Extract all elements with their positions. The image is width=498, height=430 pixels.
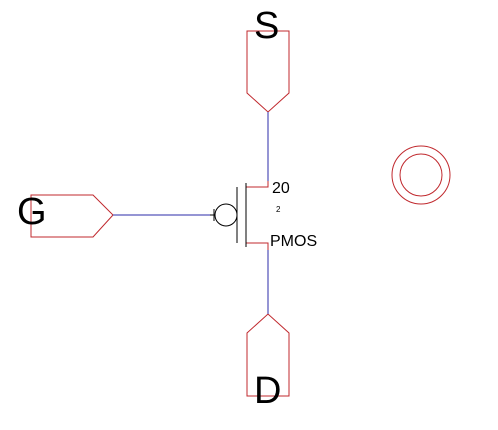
source-pin-label: S	[254, 5, 279, 47]
device-type-label: PMOS	[270, 233, 317, 250]
drain-pin[interactable]: D	[246, 313, 290, 412]
transistor-drain-lead	[246, 242, 269, 250]
device-length-label: 2	[276, 205, 281, 214]
gate-pin[interactable]: G	[17, 191, 114, 238]
drain-pin-label: D	[254, 370, 281, 412]
pmos-transistor[interactable]	[210, 181, 269, 250]
source-pin-shape[interactable]	[246, 30, 290, 113]
device-width-label: 20	[272, 180, 290, 197]
gate-pin-shape[interactable]	[30, 194, 114, 238]
pmos-bubble-icon	[214, 203, 238, 227]
drain-pin-shape[interactable]	[246, 313, 290, 397]
gate-pin-label: G	[17, 191, 47, 233]
origin-circle-icon	[391, 145, 451, 205]
source-pin[interactable]: S	[246, 5, 290, 113]
transistor-source-lead	[246, 181, 269, 188]
